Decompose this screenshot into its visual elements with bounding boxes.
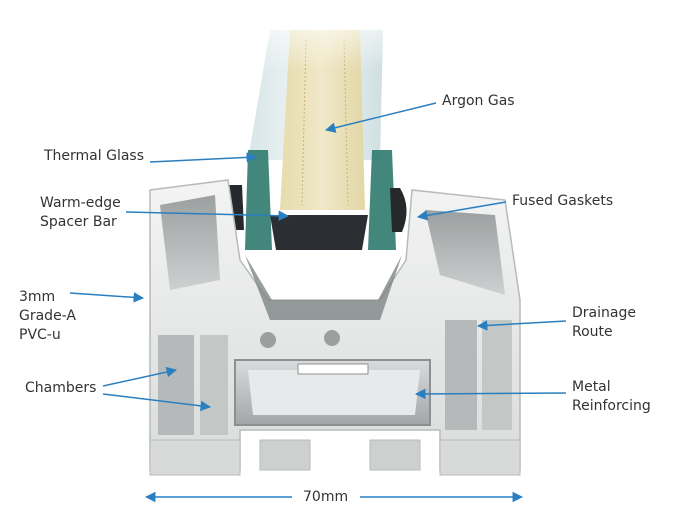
label-pvc-line2: Grade-A	[19, 308, 77, 324]
right-chamber-1	[445, 320, 477, 430]
label-warm-edge-line2: Spacer Bar	[40, 214, 117, 230]
label-pvc-line1: 3mm	[19, 289, 56, 305]
arrow-drainage	[476, 320, 567, 331]
dimension-label: 70mm	[300, 488, 352, 506]
left-chamber-2	[200, 335, 228, 435]
arrow-argon-gas	[324, 102, 437, 133]
centre-foot-right	[369, 439, 421, 471]
label-argon-gas: Argon Gas	[442, 93, 515, 109]
label-warm-edge-line1: Warm-edge	[40, 195, 121, 211]
thermal-glass-right-edge	[368, 150, 396, 250]
label-chambers: Chambers	[25, 380, 97, 396]
arrow-pvc	[69, 292, 145, 303]
arrow-fused-gaskets	[416, 201, 507, 221]
label-thermal-glass: Thermal Glass	[44, 148, 145, 164]
thermal-glass-left-edge	[245, 150, 272, 250]
label-metal-line1: Metal	[572, 379, 611, 395]
argon-cavity	[280, 30, 365, 210]
warm-edge-spacer-bar	[270, 215, 368, 250]
label-drainage-line1: Drainage	[572, 305, 636, 321]
spacer-dots-right	[343, 39, 349, 206]
glazing-pocket	[245, 255, 402, 320]
arrow-thermal-glass	[149, 152, 258, 163]
label-metal-line2: Reinforcing	[572, 398, 651, 414]
right-foot	[439, 439, 521, 476]
right-gasket	[390, 188, 407, 232]
upper-right-cavity	[425, 210, 505, 295]
arrow-metal-reinforcing	[414, 388, 567, 400]
metal-slot	[297, 363, 369, 375]
metal-reinforcing	[234, 359, 431, 426]
arrow-chambers-1	[102, 366, 178, 387]
label-drainage-line2: Route	[572, 324, 613, 340]
label-pvc-line3: PVC-u	[19, 327, 61, 343]
left-foot	[149, 439, 241, 476]
annotation-arrows	[69, 102, 567, 503]
centre-foot-left	[259, 439, 311, 471]
drain-hole-1	[260, 332, 276, 348]
left-chamber-1	[158, 335, 194, 435]
label-fused-gaskets: Fused Gaskets	[512, 193, 614, 209]
right-chamber-2	[482, 320, 512, 430]
arrow-warm-edge	[125, 210, 290, 222]
drain-hole-2	[324, 330, 340, 346]
upper-left-cavity	[160, 195, 220, 290]
arrow-chambers-2	[102, 393, 212, 412]
spacer-dots-left	[301, 39, 307, 206]
glass-unit	[240, 0, 410, 250]
glass-fade	[240, 0, 410, 70]
